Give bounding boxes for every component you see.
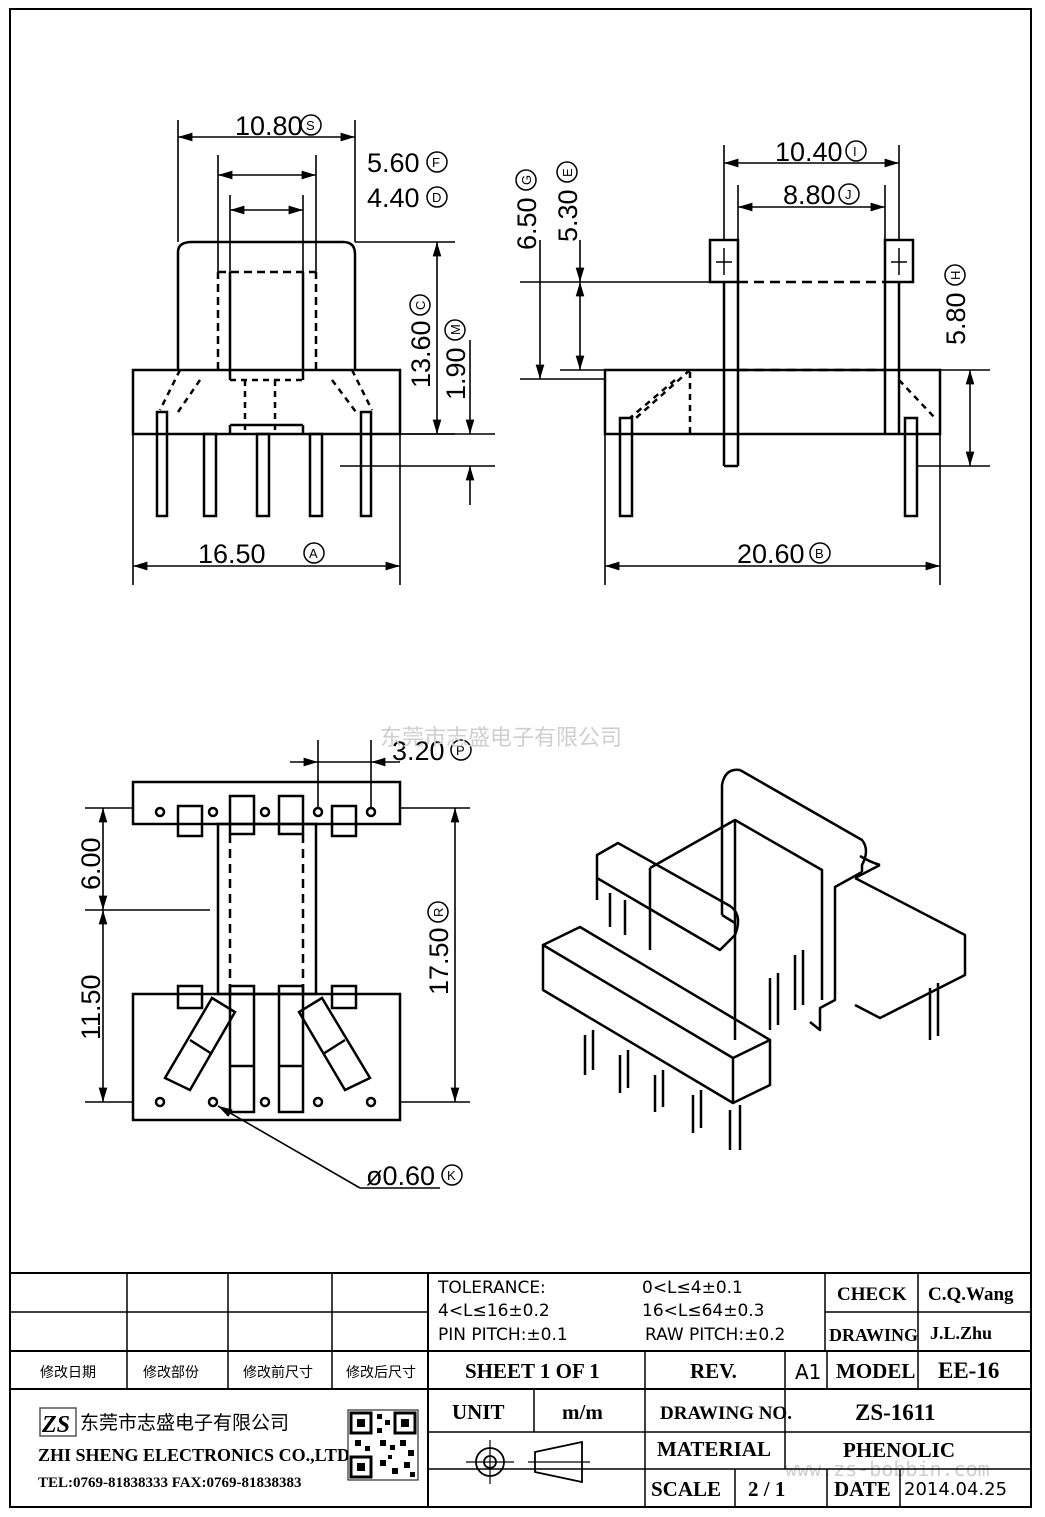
- check-label: CHECK: [837, 1284, 907, 1305]
- drawing-value: J.L.Zhu: [930, 1323, 992, 1343]
- isometric-view: [541, 768, 967, 1150]
- sheet-label: SHEET 1 OF 1: [465, 1359, 600, 1383]
- rev-header-after: 修改后尺寸: [346, 1365, 416, 1381]
- company-contact: TEL:0769-81838333 FAX:0769-81838383: [38, 1475, 301, 1491]
- dim-b-letter: B: [815, 546, 824, 561]
- dim-m-value: 1.90: [441, 347, 471, 400]
- side-view: [603, 238, 942, 518]
- date-value: 2014.04.25: [904, 1479, 1007, 1500]
- dim-e-value: 5.30: [553, 189, 583, 242]
- bottom-view: [131, 780, 402, 1122]
- unit-value: m/m: [562, 1400, 603, 1424]
- model-value: EE-16: [938, 1358, 999, 1383]
- dim-bottom-pitch-value: 11.50: [76, 974, 106, 1040]
- tolerance-line-2: 4<L≤16±0.2: [438, 1301, 550, 1321]
- check-value: C.Q.Wang: [928, 1284, 1014, 1305]
- dim-j-value: 8.80: [783, 180, 836, 210]
- rev-label: REV.: [690, 1359, 737, 1383]
- dim-p-value: 3.20: [392, 736, 445, 766]
- tolerance-block: TOLERANCE: 0<L≤4±0.1 4<L≤16±0.2 PIN PITC…: [437, 1278, 785, 1345]
- dim-r-value: 17.50: [424, 927, 454, 995]
- rev-header-part: 修改部份: [143, 1365, 199, 1381]
- dim-s-letter: S: [306, 118, 315, 133]
- company-name-en: ZHI SHENG ELECTRONICS CO.,LTD: [38, 1445, 350, 1465]
- dim-s-value: 10.80: [235, 111, 303, 141]
- rev-value: A1: [795, 1360, 821, 1384]
- drawing-label: DRAWING: [829, 1325, 918, 1345]
- dimension-labels: 10.80 S 5.60 F 4.40 D 13.60 C 1.90 M 16.…: [76, 111, 971, 1191]
- dim-i-value: 10.40: [775, 137, 843, 167]
- tolerance-line-4: 16<L≤64±0.3: [642, 1301, 765, 1321]
- dim-k-value: ø0.60: [366, 1161, 435, 1191]
- dim-c-letter: C: [413, 301, 428, 310]
- sheet-border: [9, 8, 1032, 1508]
- tolerance-line-3: PIN PITCH:±0.1: [438, 1325, 568, 1345]
- company-name-cn: 东莞市志盛电子有限公司: [80, 1412, 289, 1434]
- dim-e-letter: E: [560, 168, 575, 177]
- dim-h-letter: H: [948, 271, 963, 280]
- dim-d-value: 4.40: [367, 183, 420, 213]
- rev-header-date: 修改日期: [40, 1365, 96, 1381]
- bottom-view-dimensions: [85, 740, 470, 1189]
- dim-d-letter: D: [432, 190, 441, 205]
- dim-a-letter: A: [309, 546, 318, 561]
- qr-code: [347, 1409, 419, 1481]
- tolerance-line-1: 0<L≤4±0.1: [642, 1278, 743, 1298]
- tolerance-line-5: RAW PITCH:±0.2: [645, 1325, 785, 1345]
- side-view-dimensions: [520, 145, 990, 585]
- dim-s-circle: [300, 114, 322, 136]
- dim-f-value: 5.60: [367, 148, 420, 178]
- dim-j-letter: J: [845, 187, 852, 202]
- front-view-dimensions: [132, 120, 495, 585]
- unit-label: UNIT: [452, 1400, 505, 1424]
- drawing-no-value: ZS-1611: [855, 1400, 936, 1425]
- dim-p-letter: P: [456, 743, 465, 758]
- material-label: MATERIAL: [657, 1437, 771, 1461]
- dim-f-letter: F: [432, 155, 440, 170]
- company-logo: [39, 1407, 77, 1437]
- material-value: PHENOLIC: [843, 1438, 955, 1462]
- dim-k-letter: K: [447, 1168, 456, 1183]
- dim-top-pitch-value: 6.00: [76, 837, 106, 890]
- scale-label: SCALE: [651, 1477, 721, 1501]
- approval-block: CHECK C.Q.Wang DRAWING J.L.Zhu: [829, 1284, 1014, 1345]
- sheet-info: SHEET 1 OF 1 REV. A1 MODEL EE-16 UNIT m/…: [452, 1358, 1007, 1501]
- dim-c-value: 13.60: [406, 320, 436, 388]
- rev-header-before: 修改前尺寸: [243, 1364, 313, 1381]
- dim-r-letter: R: [431, 908, 446, 917]
- front-view: [131, 240, 402, 518]
- date-label: DATE: [834, 1477, 891, 1501]
- company-logo-text: ZS: [41, 1412, 70, 1438]
- tolerance-label: TOLERANCE:: [437, 1278, 546, 1298]
- dim-g-value: 6.50: [512, 197, 542, 250]
- scale-value: 2 / 1: [748, 1477, 785, 1501]
- drawing-no-label: DRAWING NO.: [660, 1403, 792, 1424]
- dim-b-value: 20.60: [737, 539, 805, 569]
- model-label: MODEL: [836, 1359, 915, 1383]
- dim-i-letter: I: [853, 144, 857, 159]
- watermark-company: 东莞市志盛电子有限公司: [380, 726, 622, 751]
- dim-m-letter: M: [448, 324, 463, 335]
- company-block: ZS 东莞市志盛电子有限公司 ZHI SHENG ELECTRONICS CO.…: [38, 1407, 419, 1491]
- dim-h-value: 5.80: [941, 292, 971, 345]
- revision-headers: 修改日期 修改部份 修改前尺寸 修改后尺寸: [40, 1364, 416, 1381]
- dim-a-value: 16.50: [198, 539, 266, 569]
- dim-g-letter: G: [519, 175, 534, 185]
- title-block: [11, 1272, 1030, 1508]
